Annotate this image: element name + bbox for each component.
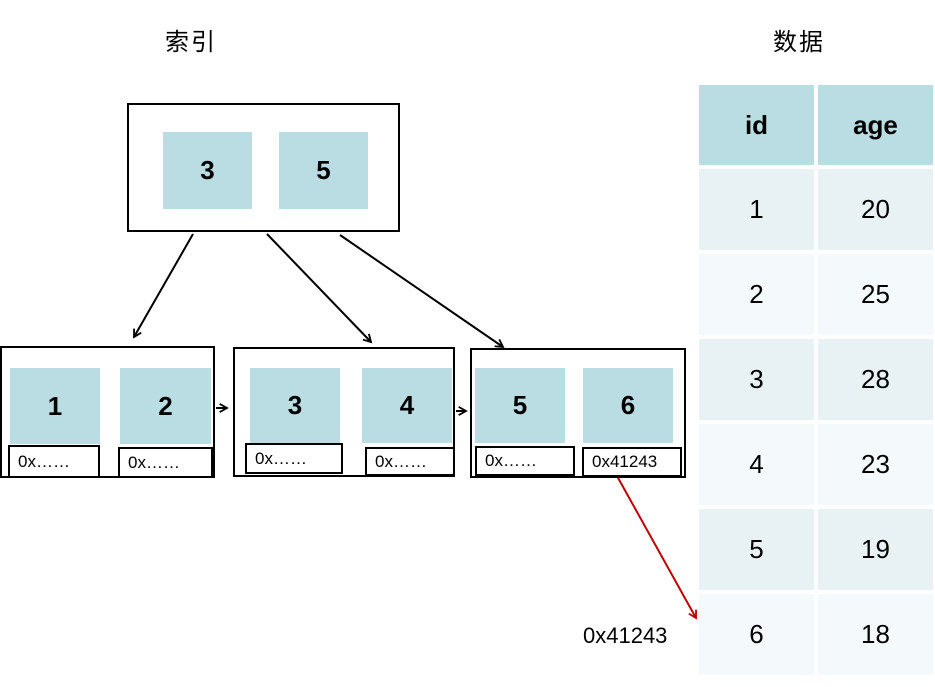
red-pointer-address-label: 0x41243	[583, 623, 668, 648]
table-cell-id: 2	[699, 254, 814, 335]
arrow-root-to-leaf2	[266, 233, 371, 342]
table-cell-id: 6	[699, 594, 814, 675]
arrow-pointer-to-row6	[616, 475, 696, 618]
table-cell-age: 28	[818, 339, 933, 420]
root-key-cell: 3	[163, 132, 252, 209]
table-cell-age: 19	[818, 509, 933, 590]
leaf-pointer-box: 0x……	[118, 447, 213, 478]
table-cell-age: 18	[818, 594, 933, 675]
leaf-key-cell: 2	[120, 368, 211, 444]
root-node: 3 5	[127, 103, 400, 232]
leaf-key-cell: 4	[362, 368, 452, 443]
leaf-key-cell: 1	[10, 368, 100, 444]
leaf-key-cell: 5	[475, 368, 565, 443]
table-cell-id: 4	[699, 424, 814, 505]
leaf-node-3: 5 6 0x…… 0x41243	[470, 348, 686, 478]
leaf-pointer-box: 0x……	[245, 443, 343, 474]
table-cell-age: 25	[818, 254, 933, 335]
leaf-node-1: 1 2 0x…… 0x……	[0, 346, 215, 478]
table-header-id: id	[699, 85, 814, 165]
table-cell-id: 3	[699, 339, 814, 420]
leaf-node-2: 3 4 0x…… 0x……	[233, 347, 455, 477]
leaf-pointer-box: 0x41243	[582, 447, 682, 477]
table-cell-id: 5	[699, 509, 814, 590]
leaf-key-cell: 3	[250, 368, 340, 443]
table-cell-id: 1	[699, 169, 814, 250]
data-table: id age 1 20 2 25 3 28 4 23 5 19 6 18	[699, 85, 933, 675]
table-cell-age: 20	[818, 169, 933, 250]
leaf-pointer-box: 0x……	[8, 445, 100, 478]
root-key-cell: 5	[279, 132, 368, 209]
arrow-root-to-leaf1	[134, 233, 194, 337]
table-cell-age: 23	[818, 424, 933, 505]
leaf-pointer-box: 0x……	[365, 447, 455, 476]
leaf-pointer-box: 0x……	[475, 446, 575, 476]
index-section-title: 索引	[165, 29, 217, 56]
leaf-key-cell: 6	[583, 368, 673, 443]
data-section-title: 数据	[773, 29, 825, 56]
arrow-root-to-leaf3	[339, 234, 503, 347]
table-header-age: age	[818, 85, 933, 165]
